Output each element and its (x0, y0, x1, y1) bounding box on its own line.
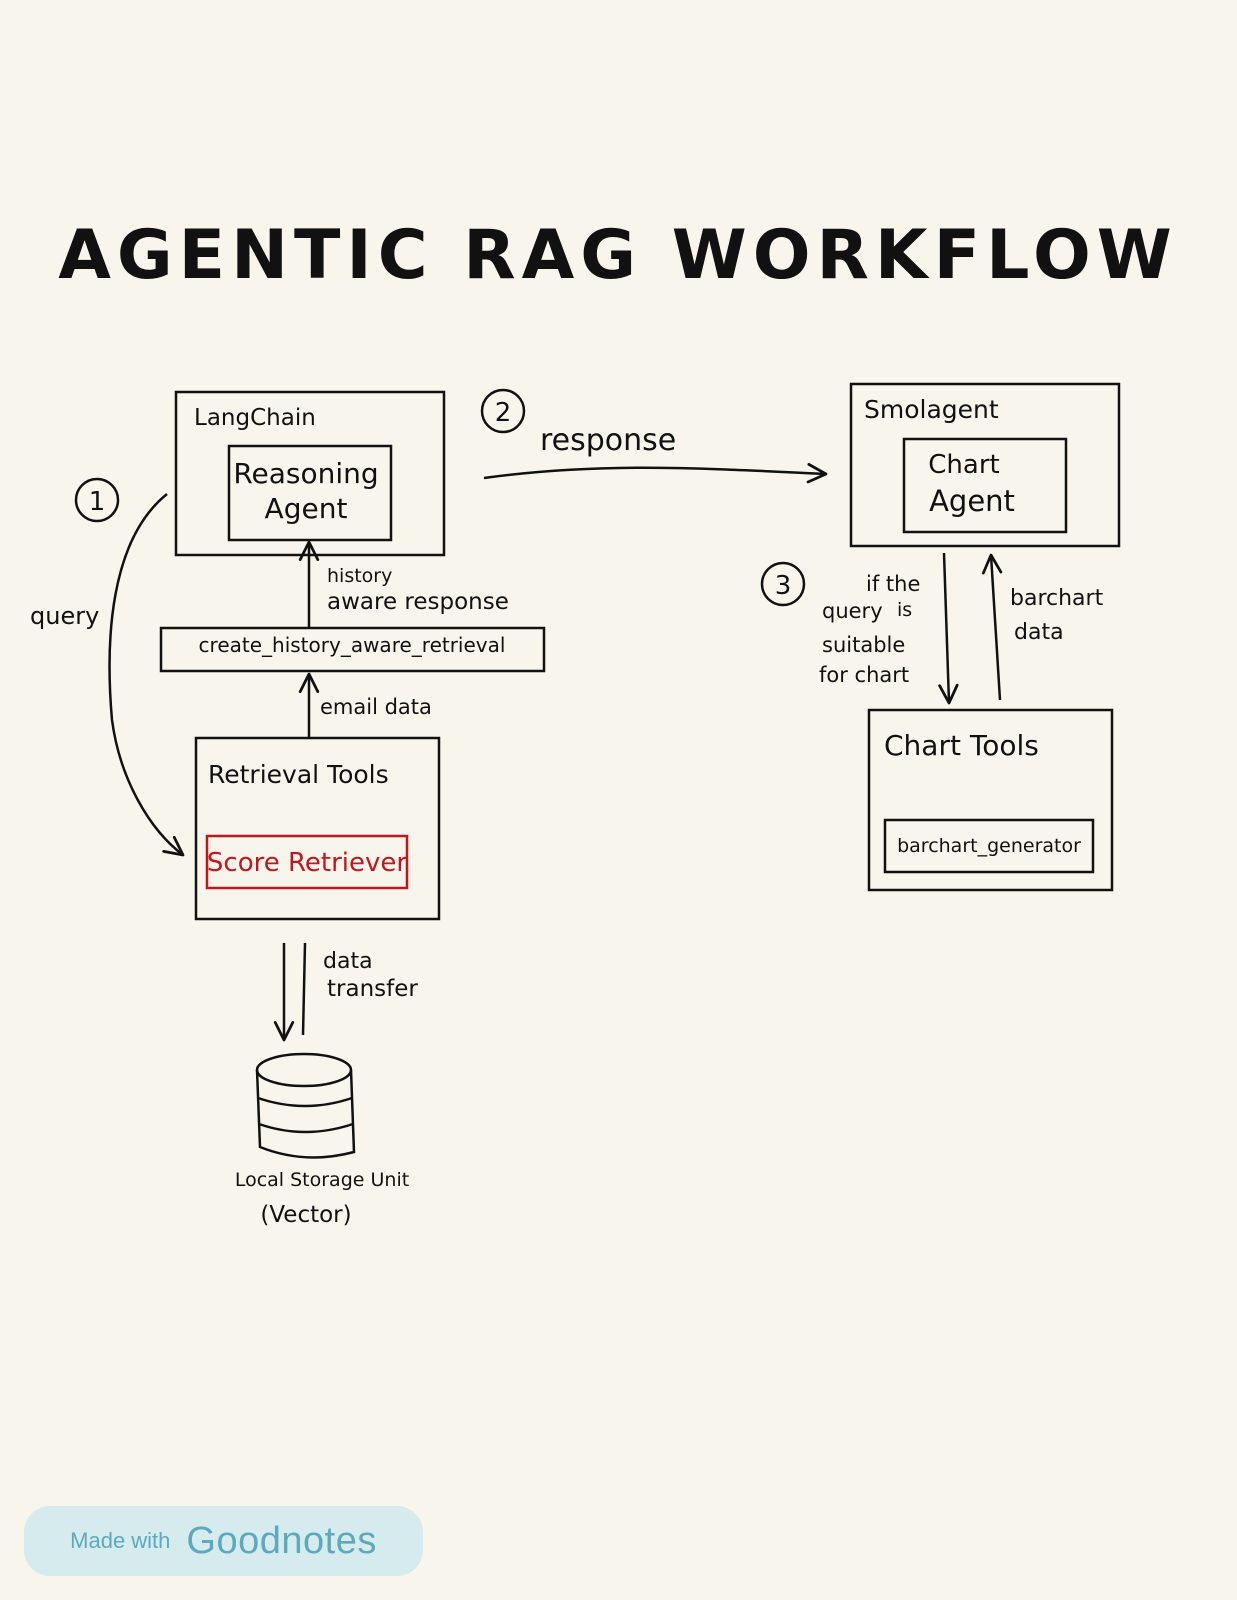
chart-tools-box: Chart Tools barchart_generator (867, 708, 1114, 892)
retrieval-tools-label: Retrieval Tools (208, 760, 389, 789)
history-label-line1: history (327, 565, 392, 587)
step-2-marker: 2 (480, 388, 526, 434)
suitable-line2b: is (897, 599, 912, 621)
data-transfer-line1: data (323, 949, 373, 974)
smolagent-label: Smolagent (864, 395, 999, 424)
history-retrieval-label: create_history_aware_retrieval (199, 633, 506, 657)
chart-agent-box (902, 437, 1068, 534)
suitable-line2: query (822, 599, 883, 623)
made-with-text: Made with (70, 1528, 171, 1553)
barchart-generator-box (883, 818, 1095, 874)
diagram-title: AGENTIC RAG WORKFLOW (58, 216, 1178, 295)
history-label-line2: aware response (327, 589, 509, 615)
chart-tools-label: Chart Tools (884, 729, 1039, 762)
goodnotes-badge: Made with Goodnotes (24, 1506, 423, 1576)
response-arrow (483, 462, 828, 484)
langchain-label: LangChain (194, 405, 316, 431)
retrieval-tools-box: Retrieval Tools Score Retriever (194, 736, 441, 921)
score-retriever-box (205, 834, 409, 890)
langchain-box: LangChain Reasoning Agent (174, 390, 446, 557)
step-1-number: 1 (89, 487, 106, 517)
score-retriever-label: Score Retriever (207, 848, 407, 878)
chart-agent-line1: Chart (928, 450, 999, 480)
email-data-label: email data (320, 695, 432, 719)
barchart-label-line1: barchart (1010, 586, 1104, 611)
step-1-marker: 1 (74, 477, 120, 523)
storage-label-line2: (Vector) (260, 1202, 351, 1228)
goodnotes-logo: Goodnotes (186, 1519, 377, 1562)
suitable-line1: if the (866, 572, 920, 596)
smolagent-box: Smolagent Chart Agent (849, 382, 1121, 548)
reasoning-agent-line2: Agent (265, 492, 348, 525)
chart-agent-line2: Agent (929, 484, 1015, 518)
reasoning-agent-line1: Reasoning (233, 457, 378, 490)
step-2-number: 2 (495, 398, 512, 428)
step-3-number: 3 (775, 571, 792, 601)
query-label: query (30, 602, 99, 630)
database-icon (255, 1052, 356, 1159)
barchart-generator-label: barchart_generator (897, 835, 1081, 857)
query-arrow (108, 493, 185, 857)
reasoning-agent-box (227, 444, 393, 542)
data-transfer-line2: transfer (327, 976, 418, 1002)
suitable-line3: suitable (822, 633, 905, 657)
history-retrieval-box (159, 626, 546, 673)
data-transfer-up-line (301, 942, 307, 1036)
step-3-marker: 3 (760, 561, 806, 607)
barchart-data-arrow (981, 553, 1003, 701)
suitable-line4: for chart (819, 663, 909, 687)
barchart-label-line2: data (1014, 620, 1064, 645)
chart-query-arrow (938, 552, 959, 705)
response-label: response (540, 423, 676, 458)
storage-label-line1: Local Storage Unit (235, 1169, 409, 1191)
